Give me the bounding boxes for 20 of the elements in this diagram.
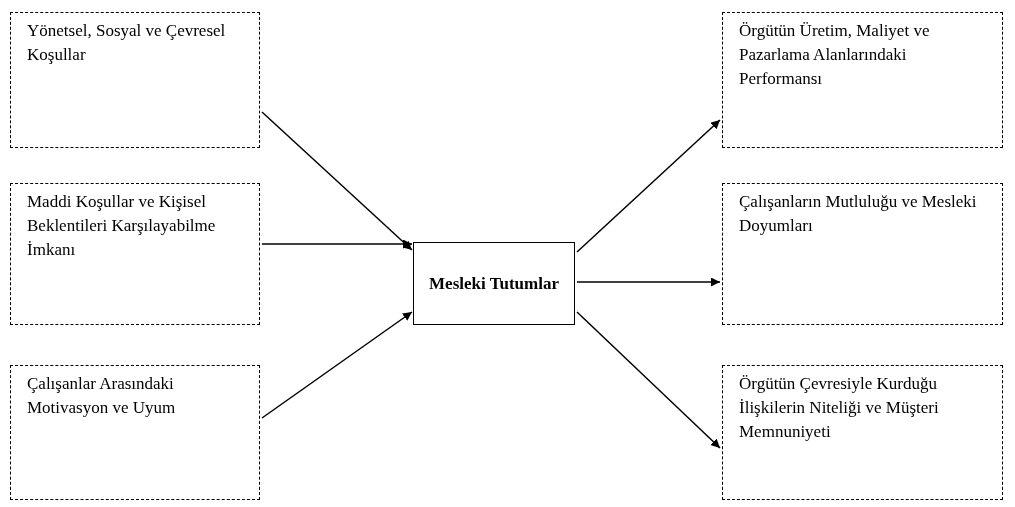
box-text: Örgütün Çevresiyle Kurduğu İlişkilerin Niteliği ve Müşteri Memnuniyeti xyxy=(739,373,940,443)
factor-box xyxy=(722,365,1003,500)
box-text: Çalışanların Mutluluğu ve Mesleki Doyumları xyxy=(739,191,978,237)
box-text: Maddi Koşullar ve Kişisel Beklentileri Karşılayabilme İmkanı xyxy=(27,191,217,261)
arrow xyxy=(576,119,721,253)
central-box xyxy=(413,242,575,325)
arrow xyxy=(261,111,413,251)
factor-box xyxy=(722,183,1003,325)
factor-box xyxy=(722,12,1003,148)
arrow xyxy=(261,311,413,419)
factor-box xyxy=(10,183,260,325)
arrow xyxy=(576,277,721,287)
box-text: Yönetsel, Sosyal ve Çevresel Koşullar xyxy=(27,20,227,66)
arrow xyxy=(576,311,721,449)
box-text: Örgütün Üretim, Maliyet ve Pazarlama Alanlarındaki Performansı xyxy=(739,20,931,90)
factor-box xyxy=(10,12,260,148)
arrow xyxy=(261,239,413,249)
box-text: Çalışanlar Arasındaki Motivasyon ve Uyum xyxy=(27,373,177,419)
factor-box xyxy=(10,365,260,500)
central-label: Mesleki Tutumlar xyxy=(429,272,559,295)
